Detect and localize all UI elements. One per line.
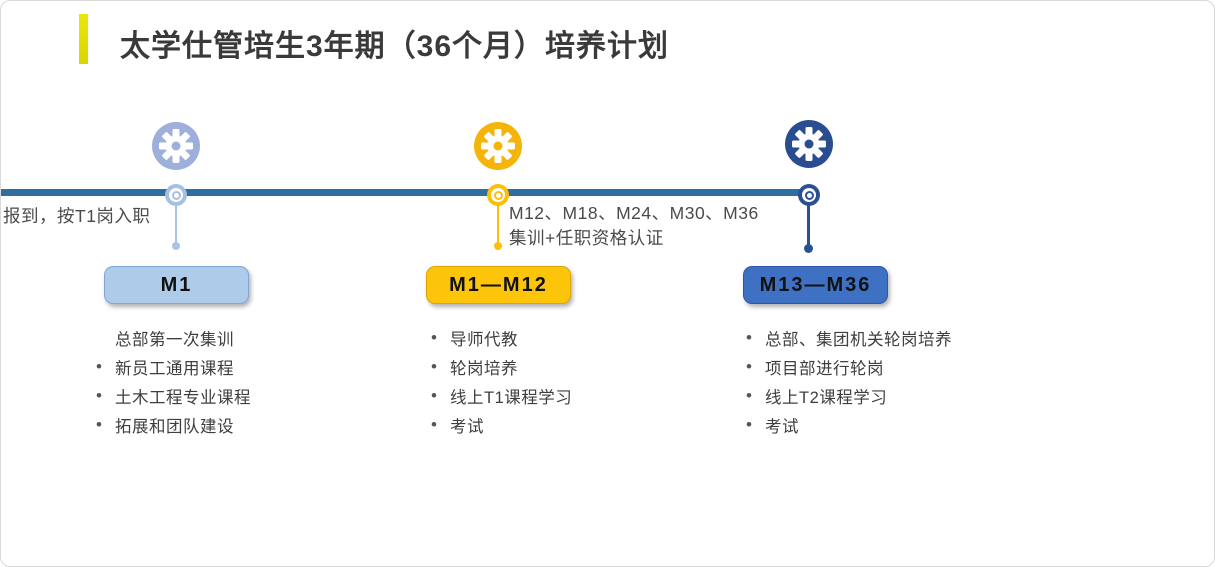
list-item: 项目部进行轮岗 — [746, 352, 952, 381]
list-item: 线上T1课程学习 — [431, 381, 572, 410]
list-item: 新员工通用课程 — [96, 352, 251, 381]
phase-label-box: M1—M12 — [426, 266, 571, 304]
list-item: 土木工程专业课程 — [96, 381, 251, 410]
phase-item-list: 导师代教 轮岗培养 线上T1课程学习 考试 — [431, 323, 572, 439]
timeline-annotation-mid: M12、M18、M24、M30、M36 集训+任职资格认证 — [509, 201, 759, 251]
list-item: 考试 — [431, 410, 572, 439]
connector-line — [497, 205, 499, 243]
phase-item-list: 总部第一次集训 新员工通用课程 土木工程专业课程 拓展和团队建设 — [96, 323, 251, 439]
connector-dot — [804, 244, 813, 253]
connector-line — [807, 205, 810, 245]
connector-line — [175, 205, 177, 243]
page-title: 太学仕管培生3年期（36个月）培养计划 — [120, 30, 670, 63]
list-item: 总部、集团机关轮岗培养 — [746, 323, 952, 352]
list-item: 导师代教 — [431, 323, 572, 352]
gear-icon — [474, 122, 522, 170]
timeline-line — [1, 189, 812, 196]
list-item: 线上T2课程学习 — [746, 381, 952, 410]
timeline-annotation-start: 报到，按T1岗入职 — [3, 206, 151, 226]
connector-dot — [494, 242, 502, 250]
list-item: 考试 — [746, 410, 952, 439]
list-item: 总部第一次集训 — [115, 330, 234, 349]
list-item: 拓展和团队建设 — [96, 410, 251, 439]
phase-label-box: M13—M36 — [743, 266, 888, 304]
timeline-annotation-mid-line2: 集训+任职资格认证 — [509, 228, 664, 248]
phase-item-list: 总部、集团机关轮岗培养 项目部进行轮岗 线上T2课程学习 考试 — [746, 323, 952, 439]
timeline-annotation-mid-line1: M12、M18、M24、M30、M36 — [509, 203, 759, 223]
title-accent-bar — [79, 14, 88, 64]
list-item: 轮岗培养 — [431, 352, 572, 381]
gear-icon — [152, 122, 200, 170]
gear-icon — [785, 120, 833, 168]
phase-label-box: M1 — [104, 266, 249, 304]
connector-dot — [172, 242, 180, 250]
